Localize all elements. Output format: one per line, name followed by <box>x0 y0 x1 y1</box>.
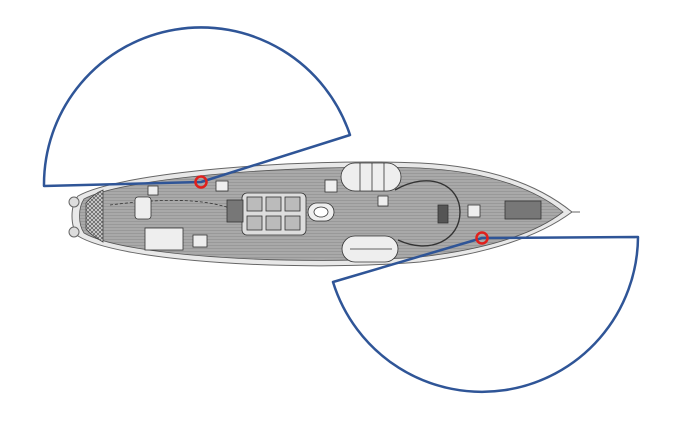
sector-aft <box>42 26 352 188</box>
sector-fore <box>331 235 640 394</box>
marker-port-aft <box>194 175 208 189</box>
marker-starboard-fore <box>475 231 489 245</box>
lifeboat-port <box>340 162 402 192</box>
deck-fittings <box>109 162 542 263</box>
